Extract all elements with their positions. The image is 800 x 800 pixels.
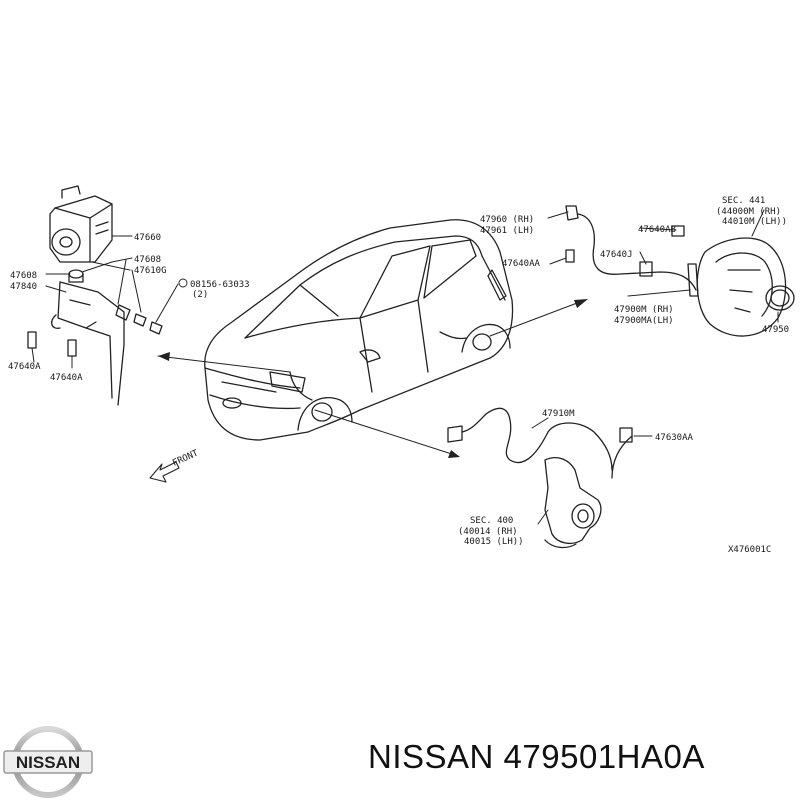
label-47640ab: 47640AB [638,225,676,235]
label-08156-63033: 08156-63033 [190,280,250,290]
label-47900m-rh: 47900M (RH) [614,305,674,315]
car-illustration [204,219,514,441]
label-47961-lh: 47961 (LH) [480,226,534,236]
diagram-code: X476001C [728,545,771,555]
rear-abs-sensor [565,205,795,337]
label-44000m-rh: (44000M (RH) [716,207,781,217]
label-47630aa: 47630AA [655,433,694,443]
leader-lines [31,209,779,525]
label-47640aa: 47640AA [502,259,541,269]
label-47960-rh: 47960 (RH) [480,215,534,225]
part-caption: NISSAN 479501HA0A [368,738,705,775]
label-47950: 47950 [762,325,789,335]
label-44010m-lh: 44010M (LH)) [722,217,787,227]
part-labels: 47660 47608 47610G 47608 47840 08156-630… [8,196,789,555]
label-47900ma-lh: 47900MA(LH) [614,316,674,326]
label-sec-400: SEC. 400 [470,516,513,526]
abs-actuator [27,185,163,406]
label-40014-rh: (40014 (RH) [458,527,518,537]
logo-lettering: NISSAN [16,753,80,772]
diagram-drawing: 47660 47608 47610G 47608 47840 08156-630… [8,185,795,555]
pointer-arrows [157,299,586,457]
arrowhead-right [574,299,588,308]
label-40015-lh: 40015 (LH)) [464,537,524,547]
label-front: FRONT [171,448,200,468]
front-direction-arrow [149,461,180,483]
nissan-logo: NISSAN [3,726,93,798]
arrowhead-left [158,352,170,361]
label-47640a-2: 47640A [50,373,83,383]
label-quantity-2: (2) [192,290,208,300]
label-47608-a: 47608 [134,255,161,265]
label-47910m: 47910M [542,409,575,419]
label-sec-441: SEC. 441 [722,196,765,206]
label-47610g: 47610G [134,266,167,276]
label-47608-b: 47608 [10,271,37,281]
label-47640j: 47640J [600,250,633,260]
arrowhead-bottom [448,450,460,458]
label-47640a-1: 47640A [8,362,41,372]
label-47660: 47660 [134,233,161,243]
label-47840: 47840 [10,282,37,292]
front-abs-sensor [447,407,633,549]
